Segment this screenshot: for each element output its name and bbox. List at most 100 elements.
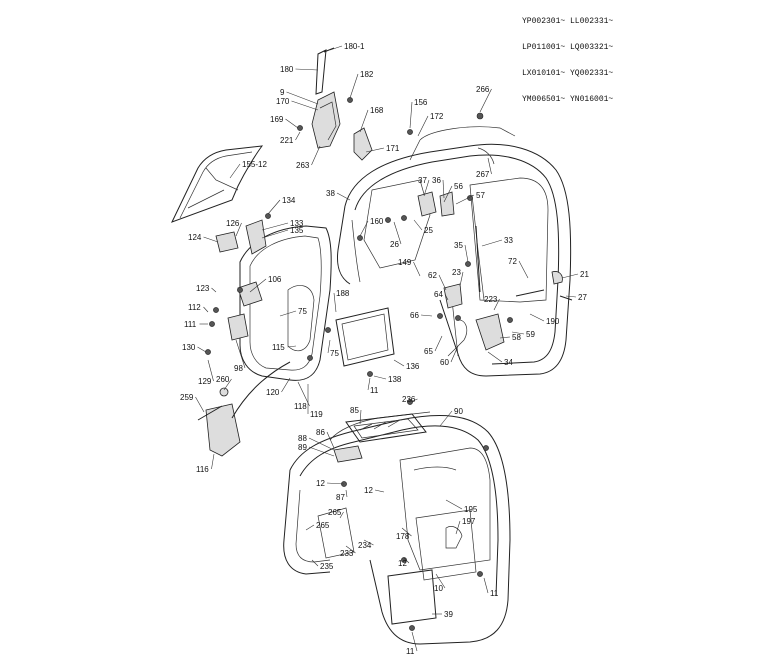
leader-line bbox=[499, 336, 511, 339]
part-number-label: 180 bbox=[280, 65, 294, 74]
part-number-label: 221 bbox=[280, 136, 294, 145]
leader-line bbox=[393, 221, 402, 245]
leader-line bbox=[561, 273, 579, 279]
leader-line bbox=[326, 431, 335, 449]
hinge-hardware bbox=[417, 191, 573, 357]
leader-line bbox=[487, 157, 492, 175]
part-number-label: 75 bbox=[298, 307, 307, 316]
leader-line bbox=[297, 381, 310, 407]
part-number-label: 11 bbox=[370, 386, 379, 395]
leader-line bbox=[281, 377, 291, 393]
leader-line bbox=[493, 298, 500, 311]
leader-line bbox=[420, 314, 433, 317]
leader-line bbox=[511, 331, 525, 335]
leader-line bbox=[333, 292, 337, 313]
part-number-label: 149 bbox=[398, 258, 412, 267]
leader-line bbox=[359, 220, 369, 237]
leader-line bbox=[235, 339, 246, 369]
leader-line bbox=[203, 236, 219, 243]
part-number-label: 263 bbox=[296, 161, 310, 170]
part-number-label: 37 bbox=[418, 176, 427, 185]
part-number-label: 223 bbox=[484, 295, 498, 304]
leader-line bbox=[367, 377, 371, 391]
leader-line bbox=[464, 244, 469, 263]
part-number-label: 156 bbox=[414, 98, 428, 107]
part-number-label: 124 bbox=[188, 233, 202, 242]
part-number-label: 266 bbox=[476, 85, 490, 94]
leader-line bbox=[339, 511, 344, 519]
leader-line bbox=[311, 559, 319, 567]
part-number-label: 119 bbox=[310, 410, 323, 419]
part-number-label: 168 bbox=[370, 106, 384, 115]
leader-line bbox=[345, 489, 348, 498]
part-number-label: 259 bbox=[180, 393, 194, 402]
leader-line bbox=[305, 524, 315, 531]
leader-line bbox=[287, 345, 297, 348]
part-number-label: 66 bbox=[410, 311, 419, 320]
part-number-label: 39 bbox=[444, 610, 453, 619]
leader-line bbox=[197, 346, 207, 353]
part-number-label: 64 bbox=[434, 290, 443, 299]
leader-line bbox=[409, 101, 413, 129]
leader-line bbox=[211, 453, 215, 470]
leader-line bbox=[459, 271, 464, 287]
rear-cabin-frame bbox=[337, 126, 572, 377]
leader-line bbox=[345, 545, 356, 554]
part-number-label: 57 bbox=[476, 191, 485, 200]
leader-line bbox=[291, 100, 319, 111]
part-number-label: 36 bbox=[432, 176, 441, 185]
leader-line bbox=[223, 378, 232, 391]
part-number-label: 56 bbox=[454, 182, 463, 191]
leader-line bbox=[435, 573, 446, 589]
part-number-label: 11 bbox=[406, 647, 415, 656]
part-number-label: 265 bbox=[316, 521, 330, 530]
leader-line bbox=[203, 306, 209, 313]
leader-line bbox=[308, 446, 335, 457]
leader-line bbox=[483, 577, 489, 594]
plate-188 bbox=[335, 307, 395, 367]
leader-line bbox=[434, 335, 443, 352]
part-number-label: 135 bbox=[290, 226, 304, 235]
leader-line bbox=[479, 88, 492, 113]
part-number-label: 21 bbox=[580, 270, 589, 279]
leader-line bbox=[455, 194, 475, 205]
part-number-label: 129 bbox=[198, 377, 212, 386]
serial-range-block: YP002301~ LL002331~ LP011001~ LQ003321~ … bbox=[522, 1, 613, 121]
part-number-label: 58 bbox=[512, 333, 521, 342]
leader-line bbox=[267, 199, 281, 215]
part-number-label: 233 bbox=[340, 549, 354, 558]
leader-line bbox=[444, 293, 449, 301]
part-number-label: 35 bbox=[454, 241, 463, 250]
leader-line bbox=[401, 527, 412, 537]
leader-line bbox=[329, 45, 343, 51]
part-number-label: 10 bbox=[434, 584, 443, 593]
leader-line bbox=[326, 482, 345, 485]
leader-line bbox=[423, 179, 430, 197]
leader-line bbox=[374, 489, 385, 493]
leader-line bbox=[445, 499, 463, 510]
part-number-label: 182 bbox=[360, 70, 374, 79]
leader-line bbox=[359, 109, 369, 133]
door-frame-panel bbox=[239, 225, 332, 381]
leader-line bbox=[336, 192, 351, 201]
part-number-label: 260 bbox=[216, 375, 230, 384]
part-number-label: 12 bbox=[316, 479, 325, 488]
part-number-label: 88 bbox=[298, 434, 307, 443]
leader-line bbox=[455, 520, 461, 535]
part-number-label: 106 bbox=[268, 275, 282, 284]
leader-line bbox=[413, 219, 423, 231]
part-number-label: 234 bbox=[358, 541, 372, 550]
side-window-panel bbox=[171, 145, 264, 223]
leader-line bbox=[438, 274, 447, 291]
part-number-label: 60 bbox=[440, 358, 449, 367]
leader-line bbox=[308, 437, 335, 451]
part-number-label: 34 bbox=[504, 358, 513, 367]
part-number-label: 62 bbox=[428, 271, 437, 280]
leader-line bbox=[211, 287, 217, 293]
part-number-label: 171 bbox=[386, 144, 400, 153]
leader-line bbox=[442, 179, 445, 199]
leader-line bbox=[235, 222, 242, 237]
leader-line bbox=[359, 409, 362, 425]
part-number-label: 86 bbox=[316, 428, 325, 437]
